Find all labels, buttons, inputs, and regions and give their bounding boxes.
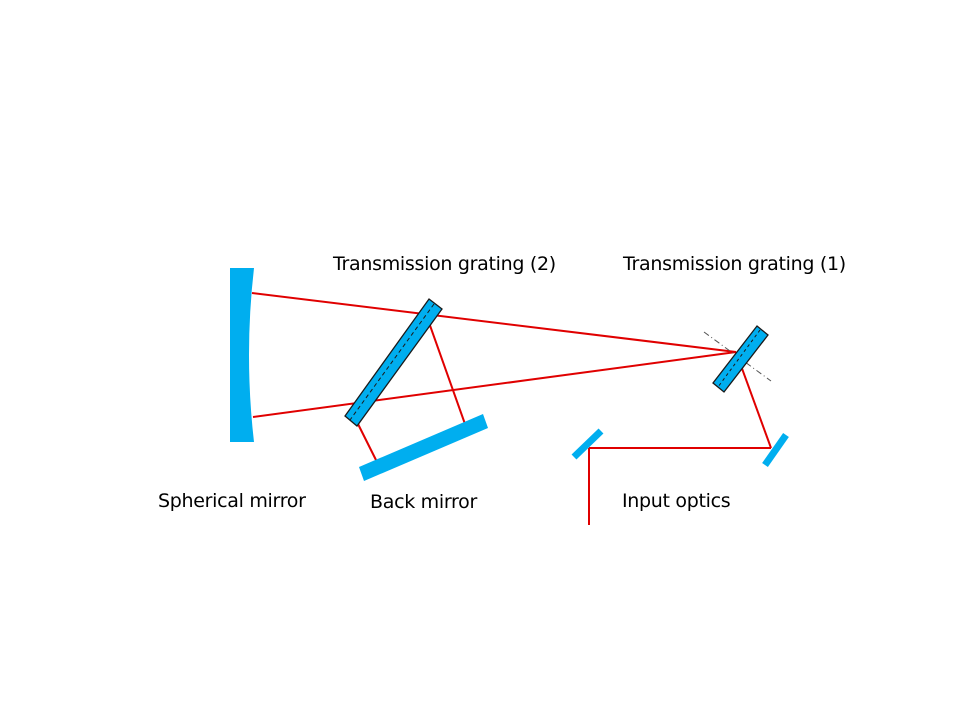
grating-2-rule-line: [349, 303, 435, 421]
label-input-optics: Input optics: [622, 490, 731, 512]
input-mirror-right: [762, 432, 789, 468]
beam-grating2-to-backmirror-right: [426, 316, 466, 425]
label-transmission-grating-2: Transmission grating (2): [333, 253, 556, 275]
beam-paths: [251, 292, 772, 525]
spherical-mirror: [230, 268, 254, 442]
input-mirror-left: [571, 428, 604, 460]
label-transmission-grating-1: Transmission grating (1): [623, 253, 846, 275]
back-mirror: [359, 414, 488, 481]
label-back-mirror: Back mirror: [370, 491, 477, 513]
beam-grating2-to-backmirror-left: [357, 423, 377, 461]
beam-grating1-to-mirror-bottom: [252, 351, 737, 418]
transmission-grating-2: [344, 298, 443, 427]
transmission-grating-1: [703, 325, 772, 393]
beam-grating1-to-mirror-top: [251, 292, 737, 353]
label-spherical-mirror: Spherical mirror: [158, 490, 306, 512]
